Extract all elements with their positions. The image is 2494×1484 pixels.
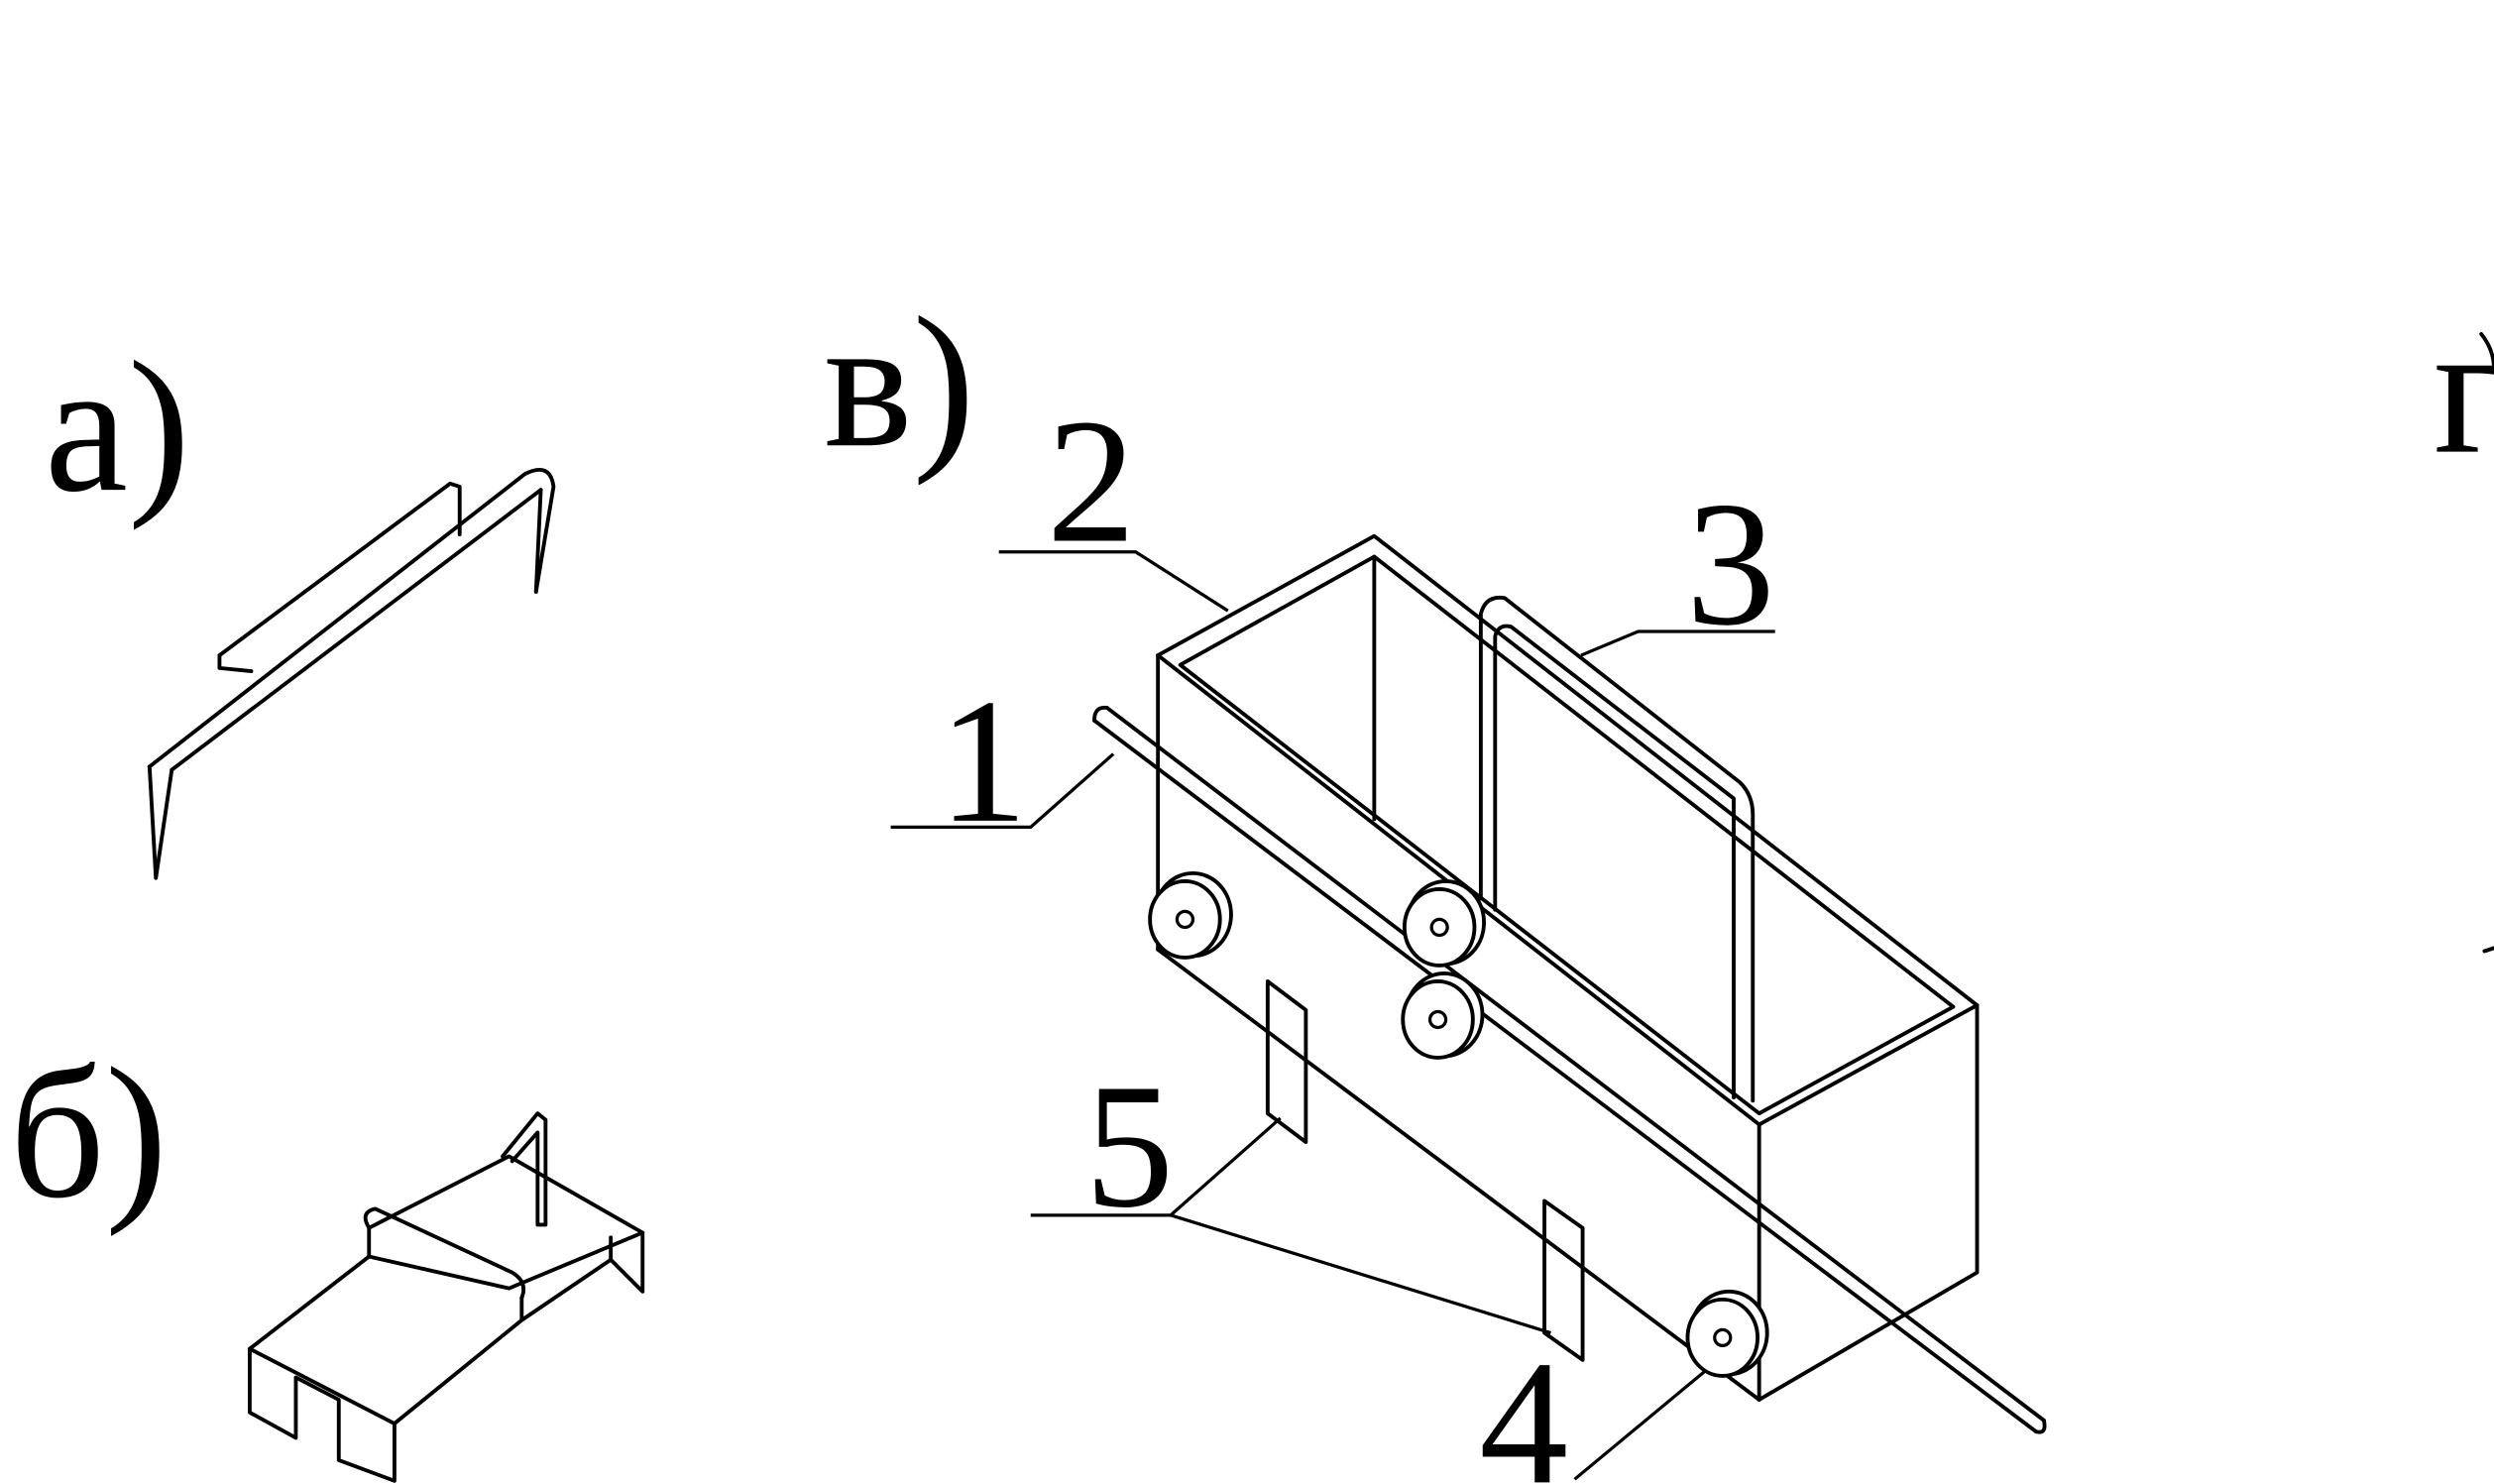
callout-number-2: 2 [1047,383,1136,580]
wheel [1685,1289,1769,1378]
cleat-staple-icon [147,468,556,880]
wheel [1402,878,1487,968]
bent-plate-clip-icon [247,1111,645,1483]
callout-leaders [890,550,1775,1481]
callout-number-1: 1 [939,662,1028,859]
wheel [1148,870,1233,960]
callout-number-4: 4 [1479,1323,1568,1484]
callout-number-3: 3 [1686,465,1775,662]
callout-number-5: 5 [1084,1047,1174,1244]
wheeled-container-icon [1092,533,2047,1434]
panel-label-a: а) [45,322,190,530]
panel-label-g: г) [2434,285,2494,493]
panel-label-b: б) [10,1029,168,1237]
panel-label-v: в) [824,278,974,486]
wheel [1401,971,1485,1060]
